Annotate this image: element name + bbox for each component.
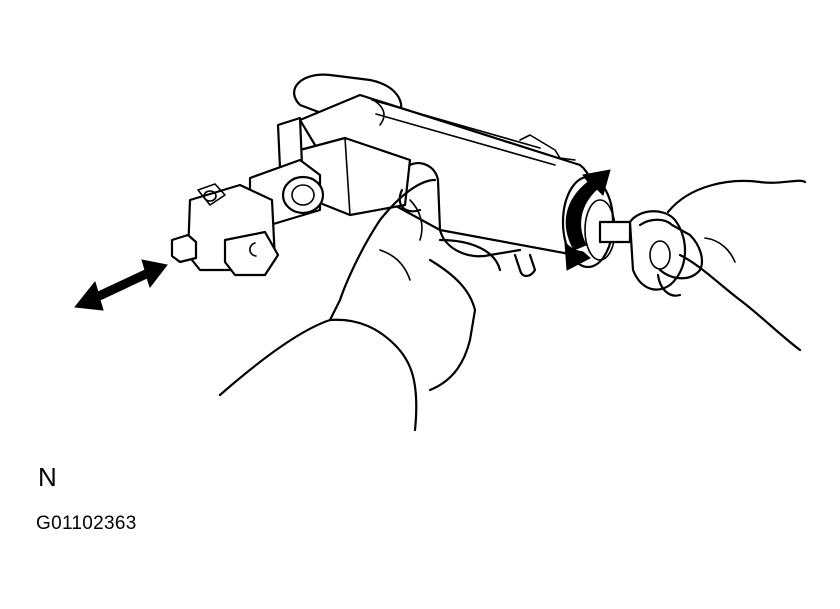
view-label: N — [38, 462, 57, 492]
turning-hand — [638, 179, 807, 352]
steering-lock-shaft — [170, 158, 325, 277]
push-pull-arrow — [74, 259, 168, 311]
holding-hand — [218, 162, 537, 432]
figure-code: G01102363 — [36, 513, 137, 534]
rotation-arrow — [564, 169, 611, 271]
lock-housing — [276, 73, 596, 257]
